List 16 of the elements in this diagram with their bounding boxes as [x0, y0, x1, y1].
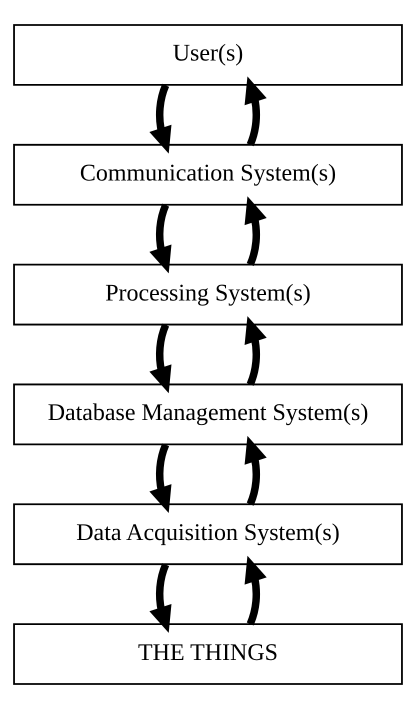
node-box: Data Acquisition System(s): [13, 502, 403, 565]
node-box: Database Management System(s): [13, 383, 403, 445]
node-box: THE THINGS: [13, 622, 403, 684]
arrow: [244, 316, 267, 386]
arrow: [149, 323, 172, 393]
arrow: [149, 442, 172, 513]
node-box: User(s): [13, 24, 403, 86]
arrow: [244, 435, 267, 506]
arrow: [149, 562, 172, 632]
arrow: [244, 76, 267, 146]
node-box: Communication System(s): [13, 143, 403, 206]
arrow: [244, 555, 267, 625]
arrow: [149, 83, 172, 154]
node-box: Processing System(s): [13, 263, 403, 325]
arrow: [244, 196, 267, 266]
arrow: [149, 203, 172, 273]
